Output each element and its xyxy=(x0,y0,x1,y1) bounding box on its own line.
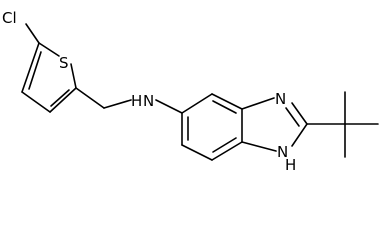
bond-b2-b3-inner xyxy=(212,100,237,114)
bond-c2-c3 xyxy=(49,87,77,113)
bond-b2-b3 xyxy=(211,93,243,110)
bond-c2-n1 xyxy=(291,123,308,147)
bond-c2-ch2 xyxy=(75,87,105,109)
bond-n3-c2-inner xyxy=(285,107,300,127)
benzene-ring xyxy=(181,93,243,161)
atom-label-n-imidazole: N xyxy=(277,143,288,161)
atom-label-cl: Cl xyxy=(2,9,17,27)
molecule-diagram: Cl S H N N N H xyxy=(2,9,379,174)
bond-b4-b5 xyxy=(211,141,243,161)
bond-s-c2 xyxy=(70,63,77,89)
bond-c4-c5 xyxy=(21,42,40,93)
atom-label-h-imidazole: H xyxy=(285,156,296,174)
tert-butyl-group xyxy=(306,91,379,158)
bond-n3-c2 xyxy=(291,102,308,125)
atom-label-s: S xyxy=(59,54,69,72)
bond-c5-cl xyxy=(25,23,40,44)
bond-c2-c3-inner xyxy=(50,89,70,107)
atom-label-n-amine: N xyxy=(143,92,154,110)
bond-b1-b2 xyxy=(181,93,213,114)
bond-b4-b5-inner xyxy=(212,137,237,153)
thiophene-ring xyxy=(21,42,77,113)
bond-c4-c5-inner xyxy=(28,51,42,90)
imidazole-ring xyxy=(241,97,308,152)
structure-svg: Cl S H N N N H xyxy=(2,9,379,174)
bond-c5-s xyxy=(38,42,60,57)
atom-label-n-imine: N xyxy=(275,90,286,108)
bond-n-benzene xyxy=(155,99,183,114)
bond-c3a-n3 xyxy=(241,97,275,110)
bond-c3-c4 xyxy=(21,91,51,113)
bond-b5-b6 xyxy=(181,144,213,161)
bond-n1-c7a xyxy=(241,141,277,152)
bond-ch2-n xyxy=(103,99,132,109)
atom-label-h-amine: H xyxy=(131,92,142,110)
